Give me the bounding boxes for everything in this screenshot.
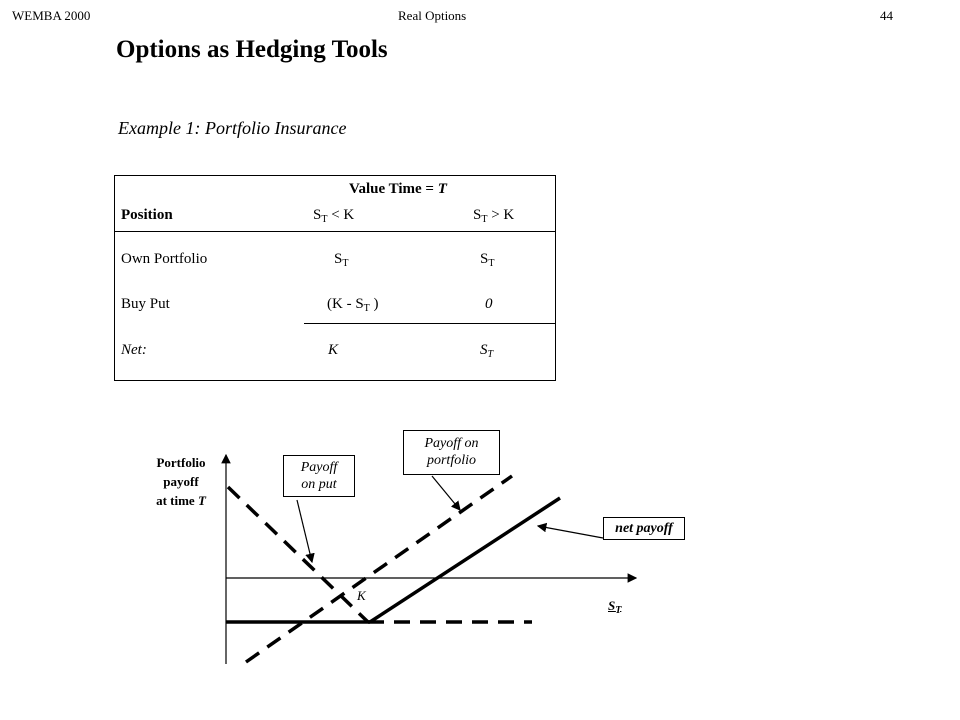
row-label-buy-put: Buy Put [121, 296, 170, 312]
cell-net-c2: ST [480, 342, 494, 360]
slide-title: Options as Hedging Tools [116, 36, 388, 63]
strike-k-label: K [357, 588, 366, 603]
cell-buy-put-c1: (K - ST ) [327, 296, 379, 314]
cell-own-portfolio-c1: ST [334, 251, 349, 269]
callout-arrow-portfolio [431, 475, 461, 511]
callout-payoff-on-portfolio: Payoff on portfolio [403, 430, 500, 475]
callout-net-payoff: net payoff [603, 517, 685, 540]
example-heading: Example 1: Portfolio Insurance [118, 118, 347, 138]
sum-rule [304, 323, 555, 324]
cell-buy-put-c2: 0 [485, 296, 493, 312]
col-header-st-greater-k: ST > K [473, 207, 515, 225]
callout-payoff-on-put: Payoff on put [283, 455, 355, 497]
page-number: 44 [880, 8, 893, 23]
x-axis-label: ST [608, 598, 622, 616]
row-label-net: Net: [121, 342, 147, 358]
cell-own-portfolio-c2: ST [480, 251, 495, 269]
put-payoff-line [226, 485, 370, 624]
portfolio-payoff-line [244, 474, 514, 664]
callout-arrow-net [536, 522, 604, 539]
table-super-header: Value Time = T [349, 181, 447, 197]
row-label-own-portfolio: Own Portfolio [121, 251, 208, 267]
y-axis-label: Portfolio payoff at time T [156, 455, 206, 508]
col-header-st-less-k: ST < K [313, 207, 355, 225]
callout-arrow-put [296, 499, 315, 564]
header-left: WEMBA 2000 [12, 8, 91, 23]
payoff-table: Value Time = T Position ST < K ST > K Ow… [114, 175, 556, 381]
cell-net-c1: K [328, 342, 339, 358]
header-rule [115, 231, 555, 232]
col-header-position: Position [121, 207, 173, 223]
header-center: Real Options [398, 8, 467, 23]
net-payoff-line [369, 496, 561, 624]
